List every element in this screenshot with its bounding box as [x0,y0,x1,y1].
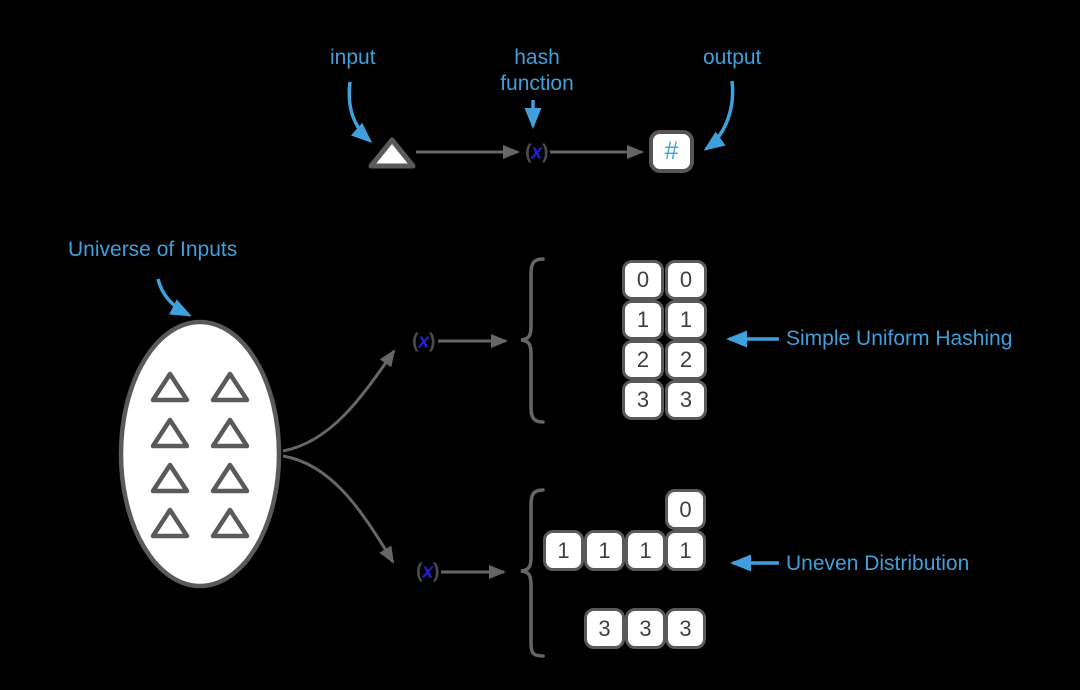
bucket-cell: 3 [625,608,666,649]
bucket-cell: 0 [665,260,707,300]
bucket-cell: 2 [622,340,664,380]
bucket-cell: 1 [625,530,666,571]
fx-paren-close: ) [541,141,549,164]
fx-paren-open: ( [412,330,419,353]
bucket-cell: 3 [584,608,625,649]
hash-function-label: hash function [477,45,597,97]
arrow-universe-to-lower-hashfn [282,454,395,564]
lower-hash-function-icon: (x) [416,560,440,584]
universe-ellipse [118,319,282,589]
upper-hash-function-icon: (x) [412,330,436,354]
bucket-cell: 3 [622,380,664,420]
universe-label-arrow [156,278,192,317]
hash-function-label-line2: function [500,72,574,95]
hash-function-label-line1: hash [514,46,560,69]
uneven-distribution-label: Uneven Distribution [786,552,970,575]
fx-paren-close: ) [428,330,436,353]
fx-x-glyph: x [422,560,433,583]
bucket-cell: 1 [622,300,664,340]
bucket-cell: 0 [665,489,706,530]
input-triangle-shape [368,137,416,169]
uneven-group-brace [520,488,545,658]
fx-x-glyph: x [418,330,429,353]
arrow-universe-to-upper-hashfn [282,349,396,453]
fx-x-glyph: x [531,141,542,164]
output-label-arrow [703,80,735,151]
uniform-group-brace [520,257,545,424]
hash-function-icon: (x) [525,141,549,165]
bucket-cell: 1 [543,530,584,571]
bucket-cell: 1 [584,530,625,571]
fx-paren-open: ( [525,141,532,164]
bucket-cell: 1 [665,300,707,340]
bucket-cell: 0 [622,260,664,300]
hash-output-box: # [649,130,694,173]
bucket-cell: 3 [665,380,707,420]
input-label: input [330,46,376,69]
fx-paren-close: ) [432,560,440,583]
output-label: output [703,46,762,69]
bucket-cell: 1 [665,530,706,571]
hash-symbol: # [664,137,679,165]
bucket-cell: 3 [665,608,706,649]
universe-label: Universe of Inputs [68,238,238,261]
fx-paren-open: ( [416,560,423,583]
uniform-hashing-label: Simple Uniform Hashing [786,327,1013,350]
input-label-arrow [347,81,373,143]
bucket-cell: 2 [665,340,707,380]
